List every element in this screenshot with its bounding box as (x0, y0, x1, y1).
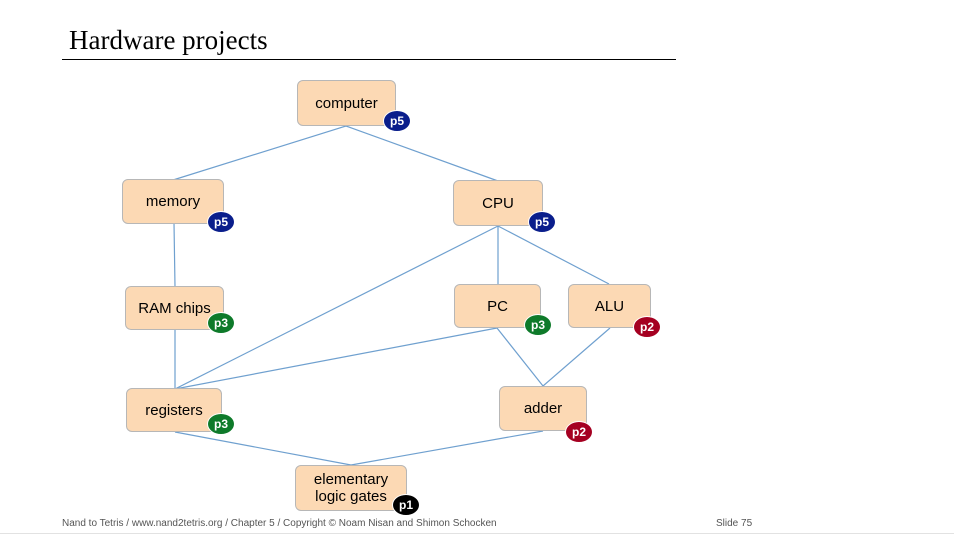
edge-alu-adder (542, 327, 611, 387)
badge-ram-chips-p3: p3 (207, 312, 235, 334)
badge-pc-p3: p3 (524, 314, 552, 336)
node-adder-label: adder (523, 400, 563, 417)
badge-alu-p2: p2 (633, 316, 661, 338)
slide-number: Slide 75 (716, 518, 753, 529)
node-computer: computer (297, 80, 396, 126)
node-registers: registers (126, 388, 222, 432)
edge-pc-registers (174, 327, 498, 390)
edge-computer-cpu (345, 125, 499, 182)
title-underline (62, 59, 676, 60)
edge-adder-gates (350, 430, 544, 466)
badge-cpu-p5: p5 (528, 211, 556, 233)
badge-computer-p5: p5 (383, 110, 411, 132)
badge-adder-p2: p2 (565, 421, 593, 443)
node-ram-chips-label: RAM chips (138, 299, 211, 317)
edge-pc-adder (496, 327, 544, 387)
node-alu-label: ALU (594, 297, 625, 315)
bottom-divider (0, 533, 954, 534)
slide-title: Hardware projects (69, 25, 268, 55)
node-gates-label-line1: elementary (313, 471, 389, 488)
node-memory-label: memory (145, 193, 201, 210)
edge-computer-memory (172, 125, 347, 181)
node-elementary-logic-gates: elementary logic gates (295, 465, 407, 511)
node-registers-label: registers (145, 401, 203, 419)
node-computer-label: computer (315, 94, 378, 112)
node-gates-label-line2: logic gates (315, 488, 387, 505)
footer-credits: Nand to Tetris / www.nand2tetris.org / C… (62, 518, 497, 529)
badge-memory-p5: p5 (207, 211, 235, 233)
node-memory: memory (122, 179, 224, 224)
node-cpu-label: CPU (482, 194, 514, 212)
edge-cpu-alu (497, 225, 610, 285)
node-cpu: CPU (453, 180, 543, 226)
edge-cpu-registers (174, 225, 499, 390)
badge-gates-p1: p1 (392, 494, 420, 516)
edge-registers-gates (174, 431, 352, 466)
node-pc-label: PC (487, 297, 508, 315)
badge-registers-p3: p3 (207, 413, 235, 435)
edge-memory-ram (173, 222, 176, 288)
